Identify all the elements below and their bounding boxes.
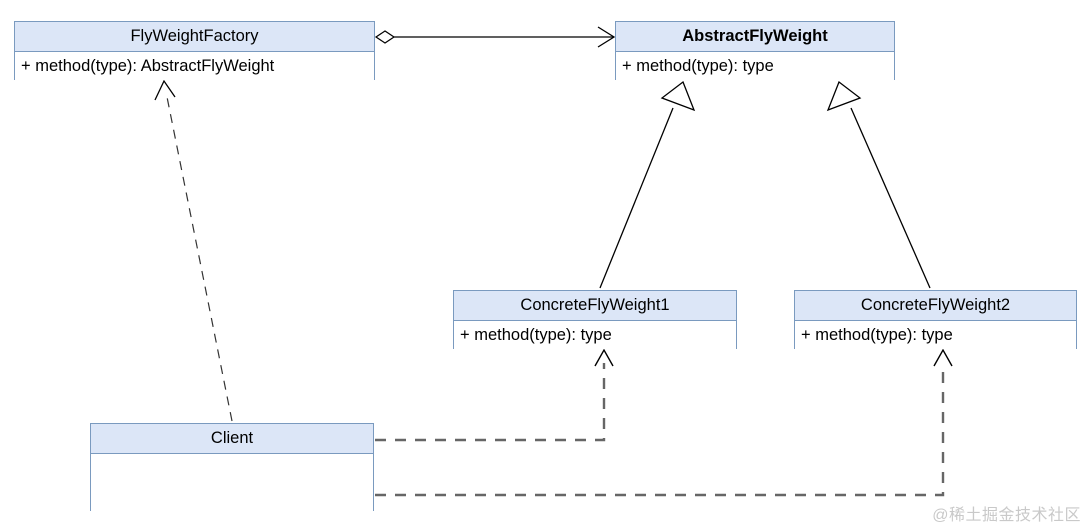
class-title-concrete-flyweight-2: ConcreteFlyWeight2 bbox=[795, 291, 1076, 321]
class-member-abstract-flyweight: + method(type): type bbox=[616, 52, 894, 80]
class-box-client[interactable]: Client bbox=[90, 423, 374, 511]
class-title-flyweight-factory: FlyWeightFactory bbox=[15, 22, 374, 52]
dependency-arrowhead-icon-concrete1 bbox=[594, 348, 614, 367]
class-member-client bbox=[91, 454, 373, 511]
class-title-client: Client bbox=[91, 424, 373, 454]
class-member-flyweight-factory: + method(type): AbstractFlyWeight bbox=[15, 52, 374, 80]
aggregation-diamond-icon bbox=[374, 30, 396, 44]
edge-generalization-concrete2-to-abstract bbox=[826, 80, 931, 289]
dependency-arrowhead-icon-factory bbox=[154, 79, 176, 101]
generalization-triangle-icon-1 bbox=[660, 80, 696, 112]
class-box-flyweight-factory[interactable]: FlyWeightFactory + method(type): Abstrac… bbox=[14, 21, 375, 80]
generalization-triangle-icon-2 bbox=[826, 80, 862, 112]
generalization-line-2 bbox=[850, 107, 931, 289]
edge-dependency-client-to-concrete2 bbox=[375, 348, 953, 497]
class-title-concrete-flyweight-1: ConcreteFlyWeight1 bbox=[454, 291, 736, 321]
generalization-line-1 bbox=[599, 107, 674, 289]
class-box-abstract-flyweight[interactable]: AbstractFlyWeight + method(type): type bbox=[615, 21, 895, 80]
class-member-concrete-flyweight-1: + method(type): type bbox=[454, 321, 736, 349]
open-arrowhead-icon bbox=[597, 26, 616, 48]
class-title-abstract-flyweight: AbstractFlyWeight bbox=[616, 22, 894, 52]
class-box-concrete-flyweight-2[interactable]: ConcreteFlyWeight2 + method(type): type bbox=[794, 290, 1077, 349]
watermark-label: @稀土掘金技术社区 bbox=[932, 507, 1081, 524]
dependency-line-concrete1 bbox=[375, 363, 606, 442]
class-box-concrete-flyweight-1[interactable]: ConcreteFlyWeight1 + method(type): type bbox=[453, 290, 737, 349]
edge-dependency-client-to-factory bbox=[154, 79, 233, 422]
edge-dependency-client-to-concrete1 bbox=[375, 348, 614, 442]
dependency-arrowhead-icon-concrete2 bbox=[933, 348, 953, 367]
edge-aggregation-factory-to-abstract bbox=[374, 26, 616, 48]
dependency-line-factory bbox=[165, 91, 233, 422]
edge-generalization-concrete1-to-abstract bbox=[599, 80, 696, 289]
dependency-line-concrete2 bbox=[375, 363, 945, 497]
class-member-concrete-flyweight-2: + method(type): type bbox=[795, 321, 1076, 349]
